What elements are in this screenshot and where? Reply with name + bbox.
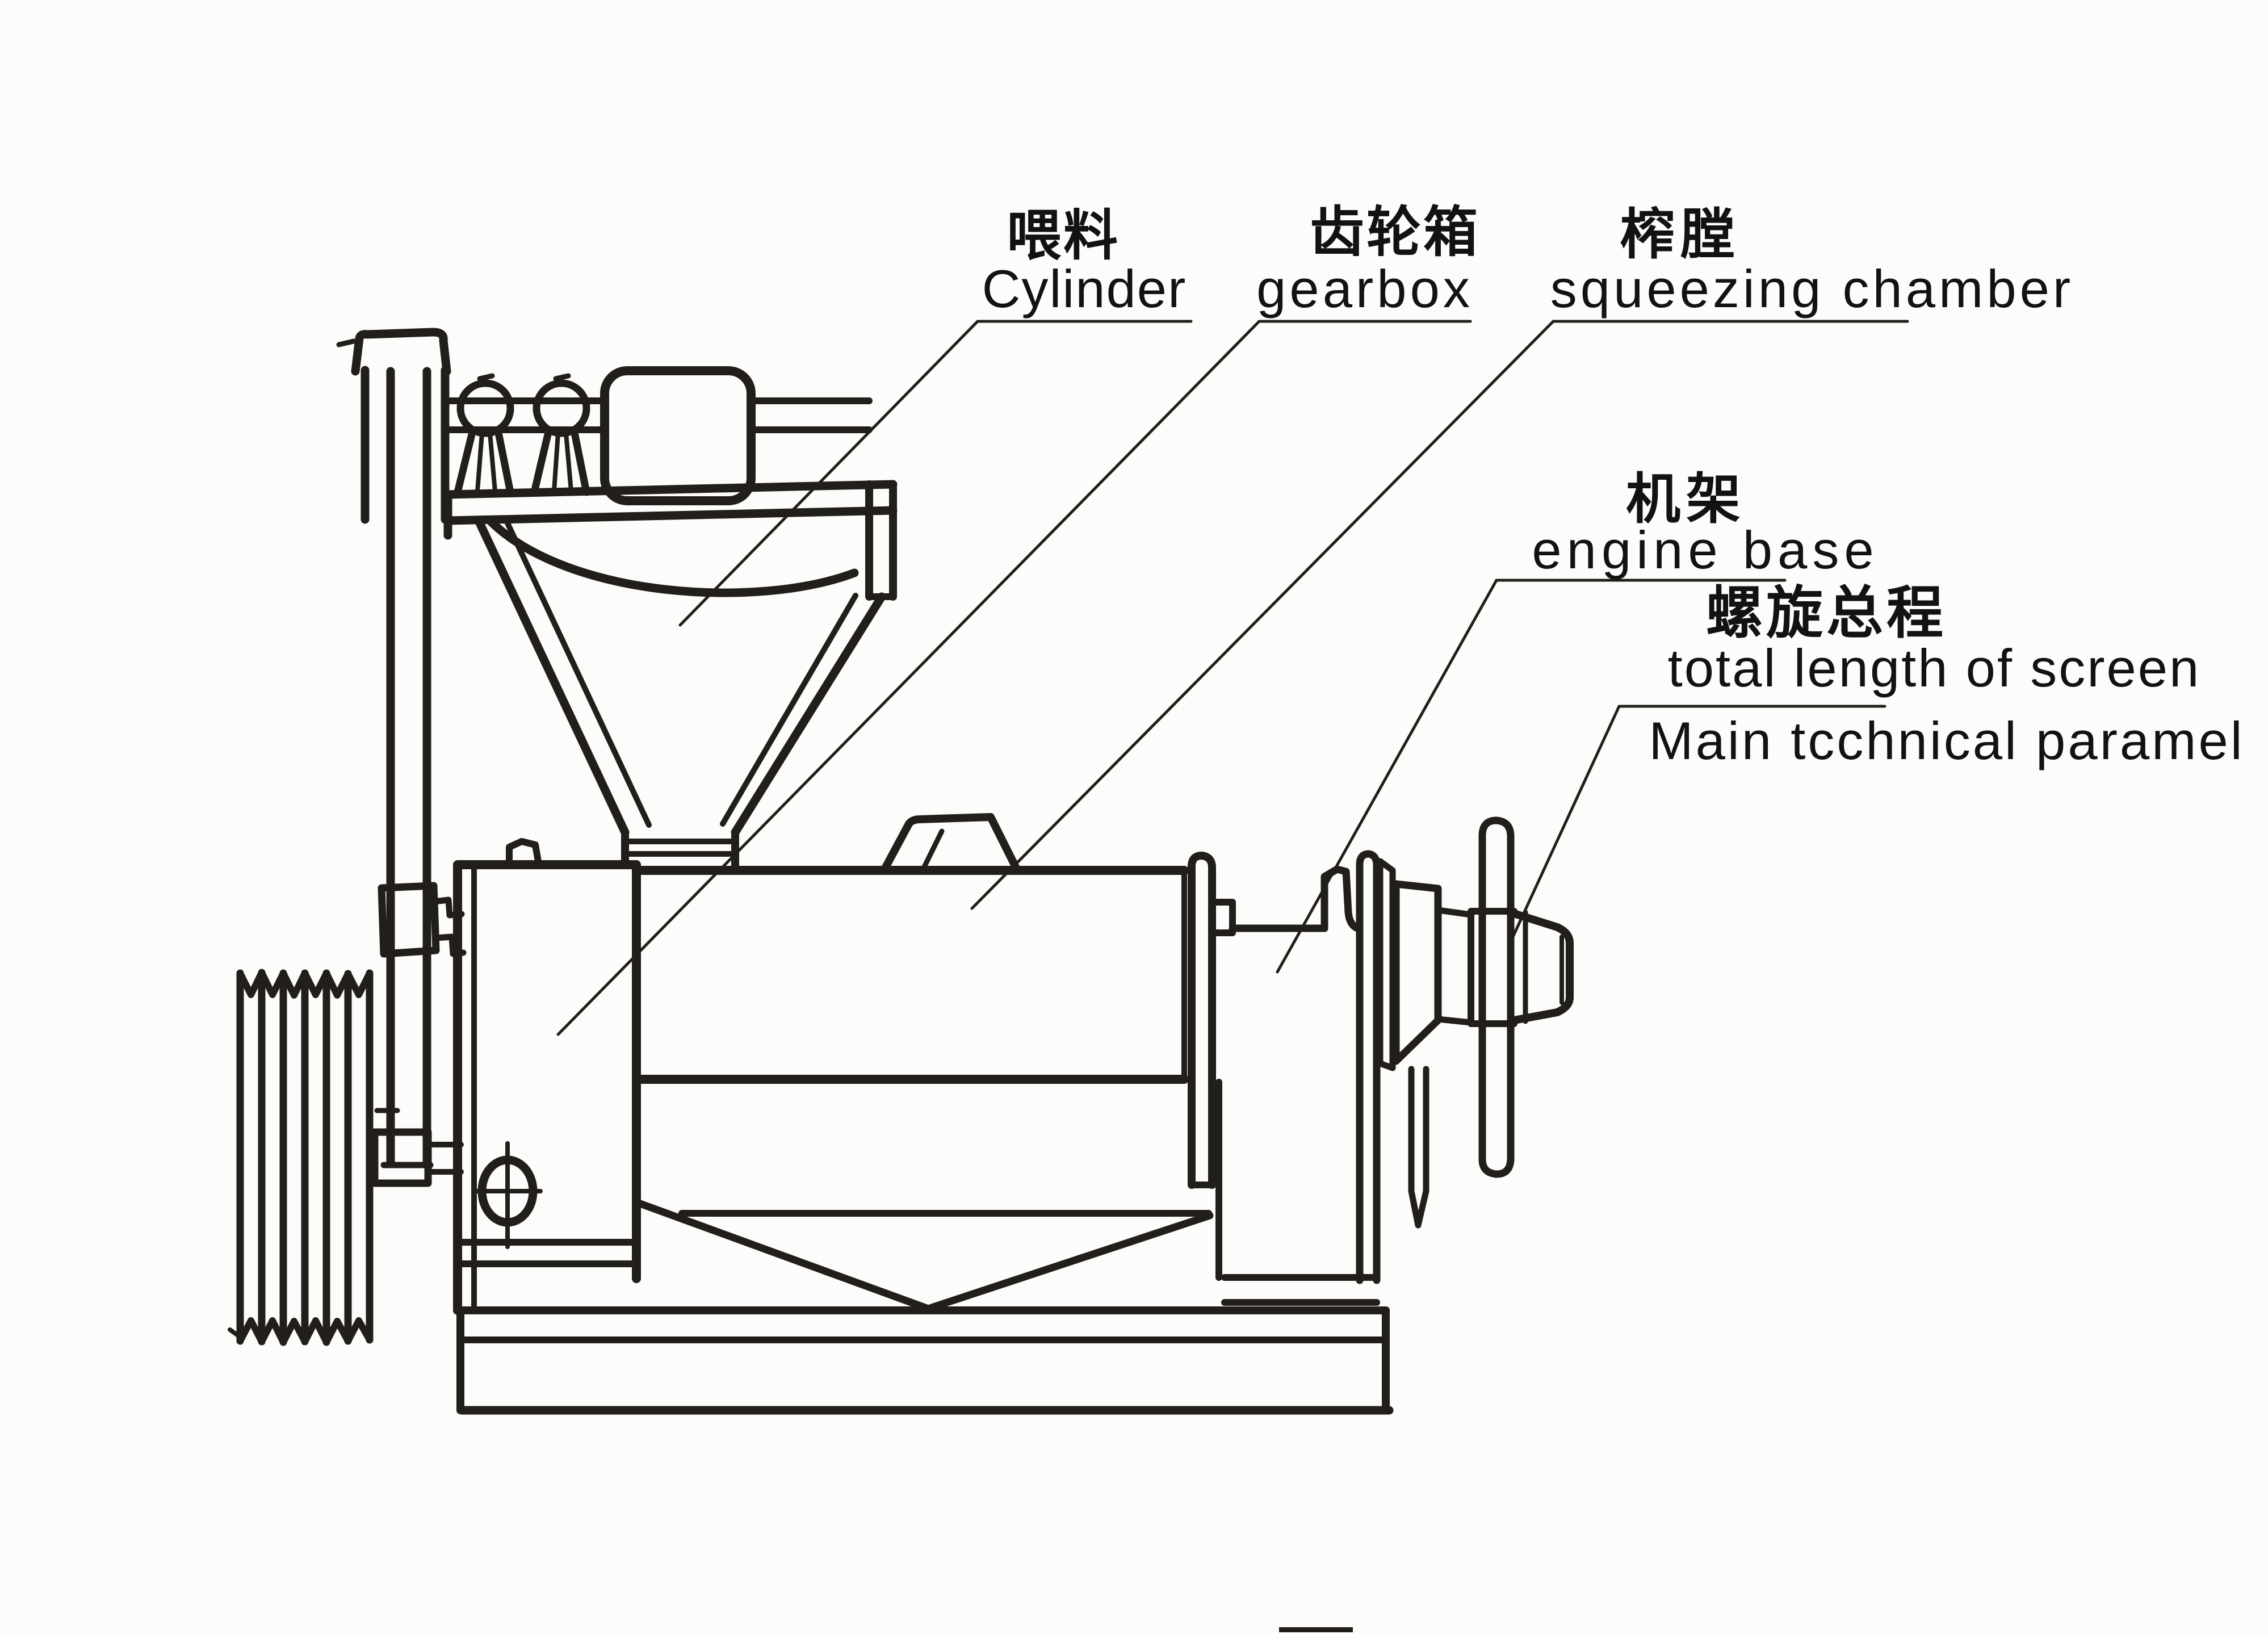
press-cage-assembly [1188, 850, 1517, 1306]
label-gearbox-en: gearbox [1256, 259, 1473, 319]
leader-lines [556, 320, 1909, 1036]
adjusting-cone [1510, 910, 1574, 1024]
feed-hopper [443, 480, 898, 869]
machine-base [455, 1199, 1394, 1415]
label-heading-en: Main tcchnical paramel [1649, 711, 2245, 770]
adjusting-handwheel [1478, 816, 1515, 1178]
belt-pulley [228, 969, 374, 1346]
label-squeezing-en: squeezing chamber [1550, 259, 2074, 319]
support-post [336, 328, 467, 1187]
hopper-wing-bolts [441, 373, 873, 496]
label-feed-zh: 喂料 [1007, 206, 1120, 266]
label-frame-en: engine base [1532, 520, 1879, 580]
label-squeezing-zh: 榨膛 [1620, 204, 1741, 265]
scan-artifact [1279, 1627, 1353, 1632]
motor-cover [600, 366, 756, 505]
crosshair-mark [473, 1141, 543, 1249]
label-screw-zh: 螺旋总程 [1706, 581, 1947, 645]
label-feed-en: Cylinder [982, 259, 1187, 319]
squeezing-chamber-barrel [632, 813, 1222, 1281]
label-gearbox-zh: 齿轮箱 [1310, 202, 1480, 263]
label-frame-zh: 机架 [1626, 469, 1746, 530]
gearbox-housing [453, 838, 641, 1315]
label-screw-en: total length of screen [1667, 638, 2201, 698]
